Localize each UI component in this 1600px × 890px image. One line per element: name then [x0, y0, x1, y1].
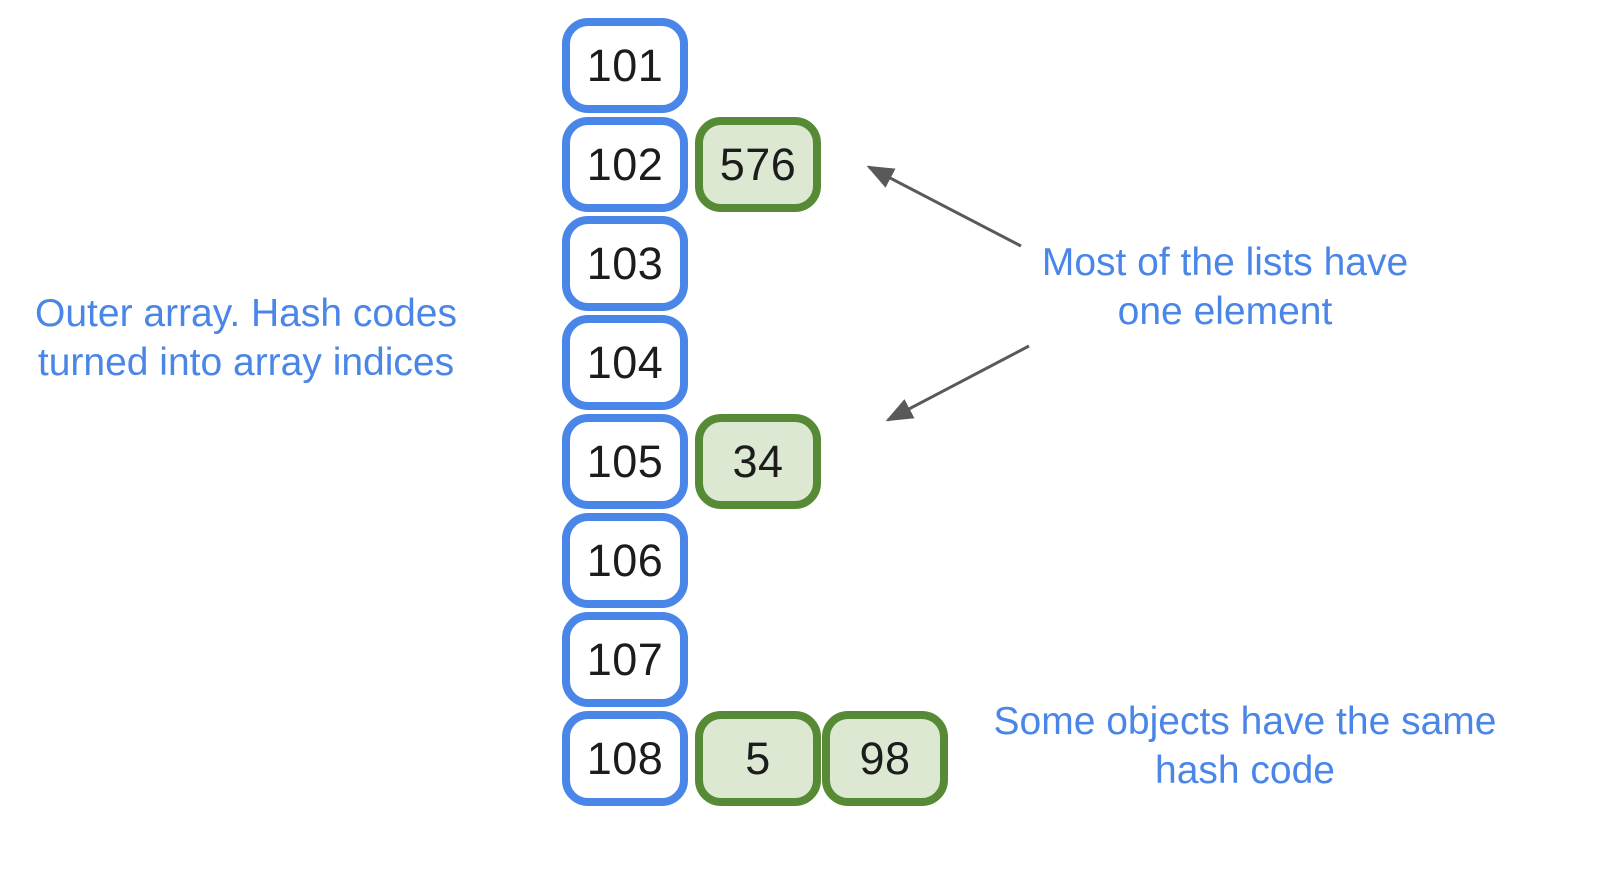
collision-annotation: Some objects have the same hash code [965, 697, 1525, 795]
outer-array-label-line2: turned into array indices [37, 341, 455, 384]
bucket-row-106: 106 [562, 513, 948, 608]
array-index-box: 108 [562, 711, 688, 806]
array-index-box: 102 [562, 117, 688, 212]
bucket-row-108: 108 5 98 [562, 711, 948, 806]
bucket-row-103: 103 [562, 216, 948, 311]
single-element-annotation-line2: one element [1117, 290, 1333, 333]
outer-array-label-line1: Outer array. Hash codes [35, 292, 457, 335]
array-index-box: 107 [562, 612, 688, 707]
single-element-annotation: Most of the lists have one element [1015, 238, 1435, 336]
outer-array-label: Outer array. Hash codes turned into arra… [0, 289, 492, 387]
list-element-box: 5 [695, 711, 821, 806]
single-element-annotation-line1: Most of the lists have [1041, 241, 1409, 284]
collision-annotation-line1: Some objects have the same [993, 700, 1497, 743]
outer-array-column: 101 102 576 103 104 105 34 106 107 108 5… [562, 18, 948, 806]
bucket-row-104: 104 [562, 315, 948, 410]
bucket-row-107: 107 [562, 612, 948, 707]
list-element-box: 34 [695, 414, 821, 509]
array-index-box: 103 [562, 216, 688, 311]
list-element-box: 98 [822, 711, 948, 806]
array-index-box: 101 [562, 18, 688, 113]
collision-annotation-line2: hash code [1155, 749, 1335, 792]
bucket-row-102: 102 576 [562, 117, 948, 212]
bucket-row-105: 105 34 [562, 414, 948, 509]
array-index-box: 104 [562, 315, 688, 410]
array-index-box: 106 [562, 513, 688, 608]
array-index-box: 105 [562, 414, 688, 509]
bucket-row-101: 101 [562, 18, 948, 113]
list-element-box: 576 [695, 117, 821, 212]
